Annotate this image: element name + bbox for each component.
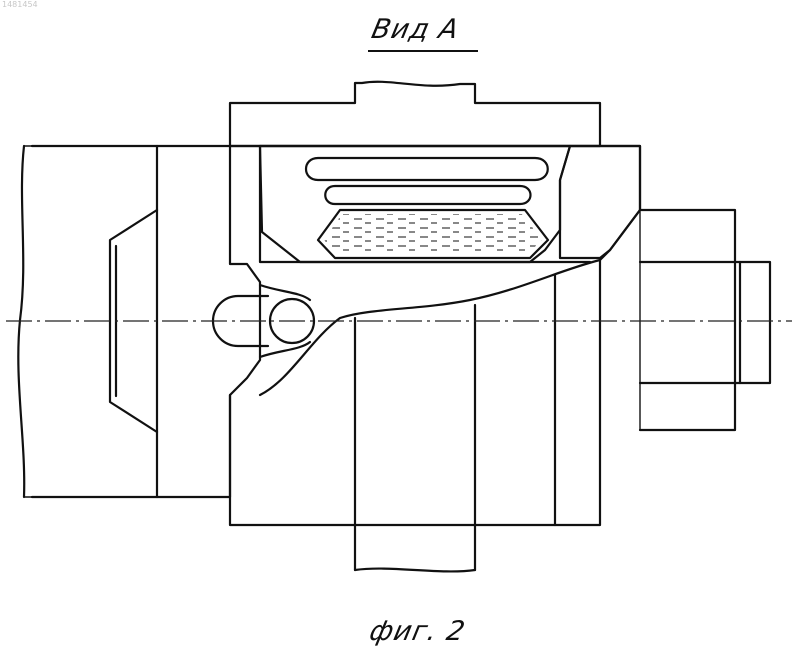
figure-caption: фиг. 2 — [367, 616, 469, 647]
right-wedge-block — [560, 146, 640, 258]
top-cover — [230, 82, 600, 146]
right-shaft — [640, 210, 770, 430]
filler-channel-upper — [306, 158, 548, 180]
central-block — [230, 146, 640, 525]
shaft — [355, 305, 475, 571]
break-line — [260, 260, 600, 395]
filler-channel-middle — [325, 186, 530, 204]
